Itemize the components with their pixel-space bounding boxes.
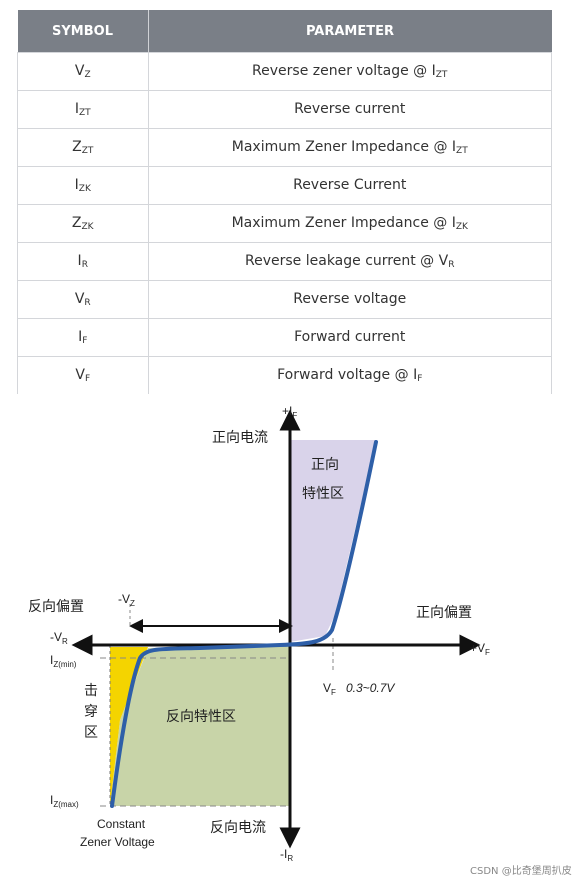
breakdown-region: [110, 647, 148, 806]
parameter-cell: Maximum Zener Impedance @ IZT: [147, 128, 552, 167]
symbol-cell: IR: [17, 242, 149, 281]
breakdown-label-2: 穿: [84, 704, 98, 720]
minus-vz-label: -VZ: [118, 592, 135, 608]
forward-region-label-1: 正向: [311, 457, 339, 473]
plus-vf-label: +VF: [470, 641, 490, 657]
symbol-cell: ZZK: [17, 204, 149, 243]
reverse-bias-label: 反向偏置: [28, 599, 84, 615]
parameter-cell: Forward voltage @ IF: [147, 356, 552, 394]
forward-current-label: 正向电流: [212, 430, 268, 446]
iz-max-label: IZ(max): [50, 793, 79, 809]
watermark: CSDN @比奇堡周扒皮: [470, 864, 572, 877]
symbol-cell: IZK: [17, 166, 149, 205]
parameter-cell: Reverse leakage current @ VR: [147, 242, 552, 281]
iz-min-label: IZ(min): [50, 653, 77, 669]
parameter-cell: Forward current: [147, 318, 552, 357]
reverse-region: [110, 645, 290, 806]
forward-bias-label: 正向偏置: [416, 605, 472, 621]
forward-region: [290, 440, 376, 642]
minus-vr-label: -VR: [50, 630, 68, 646]
symbol-cell: IZT: [17, 90, 149, 129]
parameter-cell: Reverse current: [147, 90, 552, 129]
plus-if-label: +IF: [282, 404, 297, 420]
parameter-cell: Reverse Current: [147, 166, 552, 205]
breakdown-label-1: 击: [84, 683, 98, 699]
parameter-cell: Reverse voltage: [147, 280, 552, 319]
symbol-cell: ZZT: [17, 128, 149, 167]
symbol-cell: VF: [17, 356, 149, 394]
forward-region-label-2: 特性区: [302, 486, 344, 502]
reverse-region-label: 反向特性区: [166, 709, 236, 725]
minus-ir-label: -IR: [280, 847, 293, 863]
reverse-current-label: 反向电流: [210, 820, 266, 836]
symbol-cell: IF: [17, 318, 149, 357]
constant-label-2: Zener Voltage: [80, 835, 155, 849]
symbol-cell: VR: [17, 280, 149, 319]
vf-label: VF: [323, 681, 336, 697]
header-parameter: PARAMETER: [148, 10, 552, 53]
symbol-cell: VZ: [17, 52, 149, 91]
parameter-cell: Maximum Zener Impedance @ IZK: [147, 204, 552, 243]
parameter-cell: Reverse zener voltage @ IZT: [147, 52, 552, 91]
iv-curve: [110, 440, 378, 808]
vf-range-label: 0.3~0.7V: [346, 681, 395, 695]
zener-iv-diagram: +IF 正向电流 正向 特性区 反向偏置 -VZ 正向偏置 -VR +VF IZ…: [28, 404, 572, 877]
table-header-row: SYMBOL PARAMETER: [17, 10, 552, 53]
header-symbol: SYMBOL: [17, 10, 149, 53]
constant-label-1: Constant: [97, 817, 146, 831]
breakdown-label-3: 区: [84, 725, 98, 741]
